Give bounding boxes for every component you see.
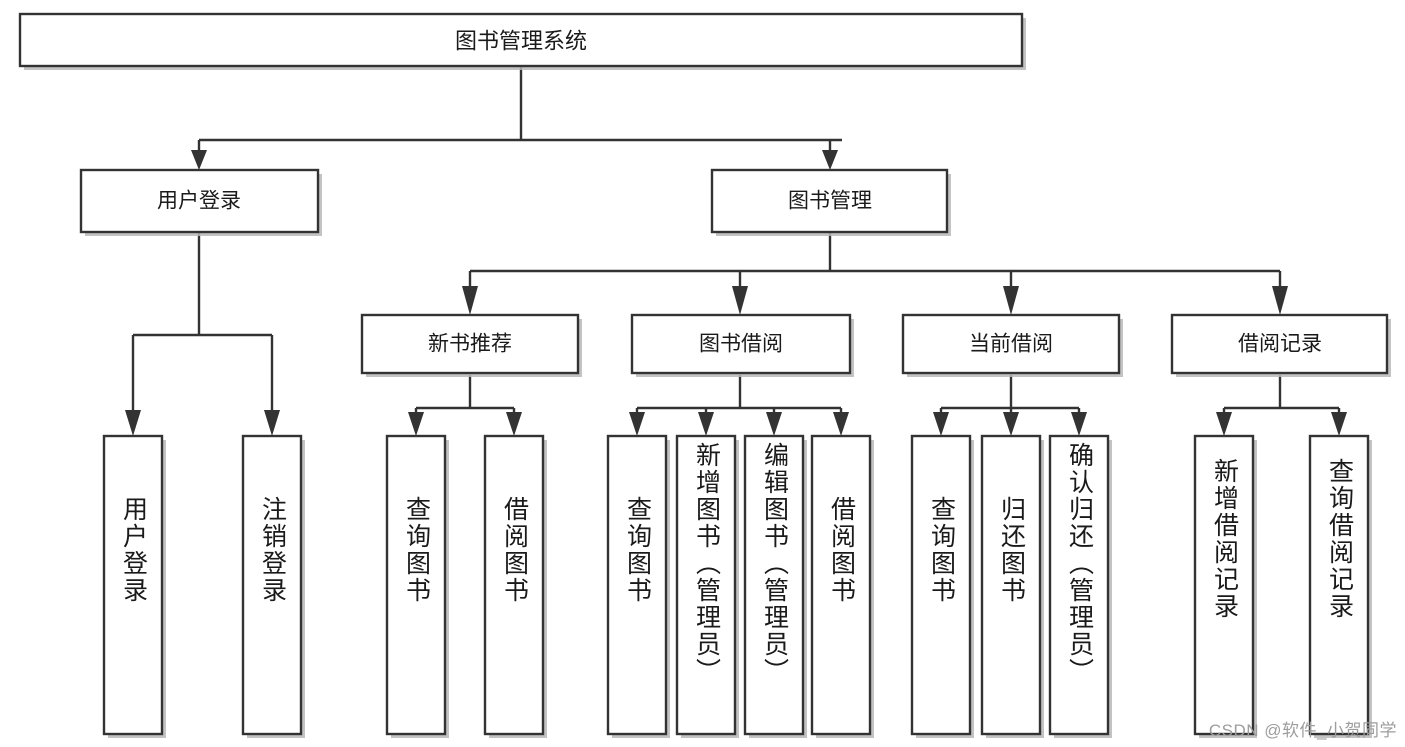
leaf-book-borrow-4-box[interactable] <box>810 434 872 736</box>
arrow-bookborrow-leaf-3 <box>766 412 782 436</box>
leaf-node-book-borrow-2[interactable] <box>675 434 739 738</box>
leaf-node-borrow-record-2[interactable] <box>1308 434 1372 738</box>
node-borrow-record-label: 借阅记录 <box>1238 333 1322 356</box>
connector-group <box>125 66 1347 436</box>
leaf-node-user-login-1[interactable] <box>102 434 166 738</box>
leaf-current-borrow-3-box[interactable] <box>1048 434 1110 736</box>
node-new-book-recommend-box[interactable] <box>360 313 580 375</box>
csdn-watermark: CSDN @软件_小贺同学 <box>1208 721 1397 740</box>
node-current-borrow-label: 当前借阅 <box>969 333 1053 356</box>
arrow-bookborrow-leaf-1 <box>629 412 645 436</box>
leaf-node-current-borrow-1[interactable] <box>910 434 974 738</box>
node-borrow-record[interactable]: 借阅记录 <box>1170 313 1391 377</box>
node-current-borrow-box[interactable] <box>901 313 1121 375</box>
leaf-new-book-1-box[interactable] <box>385 434 447 736</box>
leaf-book-borrow-1-box[interactable] <box>606 434 668 736</box>
node-book-borrow[interactable]: 图书借阅 <box>630 313 854 377</box>
arrow-userlogin-leaf-2 <box>264 410 280 436</box>
leaf-book-borrow-2-box[interactable] <box>675 434 737 736</box>
leaf-node-user-login-2[interactable] <box>241 434 305 738</box>
leaf-node-current-borrow-3[interactable] <box>1048 434 1112 738</box>
leaf-node-current-borrow-2[interactable] <box>980 434 1044 738</box>
leaf-new-book-2-box[interactable] <box>483 434 545 736</box>
node-new-book-recommend-label: 新书推荐 <box>428 333 512 356</box>
node-user-login-label: 用户登录 <box>157 190 241 213</box>
arrow-borrowrecord-leaf-2 <box>1331 412 1347 436</box>
arrow-borrowrecord-leaf-1 <box>1216 412 1232 436</box>
arrow-bookmanage-to-currentborrow <box>1003 286 1019 315</box>
leaf-book-borrow-3-box[interactable] <box>743 434 805 736</box>
arrow-newbook-leaf-2 <box>506 412 522 436</box>
leaf-node-new-book-2[interactable] <box>483 434 547 738</box>
leaf-node-book-borrow-3[interactable] <box>743 434 807 738</box>
arrow-bookborrow-leaf-2 <box>698 412 714 436</box>
arrow-root-to-user-login <box>191 150 207 170</box>
arrow-currentborrow-leaf-2 <box>1003 412 1019 436</box>
leaf-node-borrow-record-1[interactable] <box>1193 434 1257 738</box>
leaf-node-book-borrow-4[interactable] <box>810 434 874 738</box>
arrow-bookmanage-to-newbook <box>462 286 478 315</box>
leaf-user-login-1-box[interactable] <box>102 434 164 736</box>
arrow-userlogin-leaf-1 <box>125 410 141 436</box>
node-book-manage[interactable]: 图书管理 <box>710 168 951 236</box>
node-user-login-box[interactable] <box>79 168 320 234</box>
node-borrow-record-box[interactable] <box>1170 313 1389 375</box>
node-book-manage-box[interactable] <box>710 168 949 234</box>
leaf-borrow-record-1-box[interactable] <box>1193 434 1255 736</box>
leaf-node-new-book-1[interactable] <box>385 434 449 738</box>
node-book-manage-label: 图书管理 <box>788 190 872 213</box>
leaf-user-login-2-box[interactable] <box>241 434 303 736</box>
leaf-current-borrow-2-box[interactable] <box>980 434 1042 736</box>
leaf-current-borrow-1-box[interactable] <box>910 434 972 736</box>
leaf-node-book-borrow-1[interactable] <box>606 434 670 738</box>
arrow-currentborrow-leaf-1 <box>933 412 949 436</box>
node-new-book-recommend[interactable]: 新书推荐 <box>360 313 582 377</box>
node-root-label: 图书管理系统 <box>455 29 587 54</box>
arrow-bookmanage-to-borrowrecord <box>1272 286 1288 315</box>
node-root[interactable]: 图书管理系统 <box>18 12 1026 70</box>
leaf-borrow-record-2-box[interactable] <box>1308 434 1370 736</box>
arrow-currentborrow-leaf-3 <box>1071 412 1087 436</box>
node-user-login[interactable]: 用户登录 <box>79 168 322 236</box>
node-current-borrow[interactable]: 当前借阅 <box>901 313 1123 377</box>
arrow-root-to-book-manage <box>822 150 838 170</box>
node-book-borrow-box[interactable] <box>630 313 852 375</box>
node-root-box[interactable] <box>18 12 1024 68</box>
arrow-newbook-leaf-1 <box>408 412 424 436</box>
arrow-bookmanage-to-bookborrow <box>732 286 748 315</box>
node-book-borrow-label: 图书借阅 <box>699 333 783 356</box>
arrow-bookborrow-leaf-4 <box>833 412 849 436</box>
